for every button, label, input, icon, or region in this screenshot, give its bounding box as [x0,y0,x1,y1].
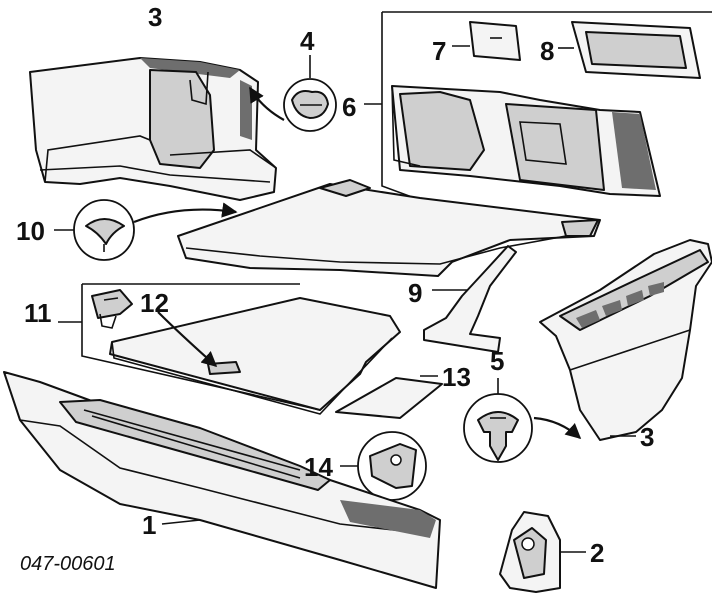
callout-14: 14 [304,452,333,482]
arrow-5-to-right-panel [533,416,582,440]
diagram-code: 047-00601 [20,553,116,575]
callout-8: 8 [540,36,554,66]
callout-3-top: 3 [148,2,162,32]
callout-6: 6 [342,92,356,122]
part-12-clip [91,289,133,329]
part-5-fastener-clip [463,378,533,463]
callout-7: 7 [432,36,446,66]
callout-10: 10 [16,216,45,246]
arrow-10-to-floor [133,202,238,224]
callout-12: 12 [140,288,169,318]
part-4-clip [283,55,337,132]
part-3-left-quarter-trim [29,57,277,201]
callout-4: 4 [300,26,315,56]
callout-11: 11 [24,298,52,328]
callout-5: 5 [490,346,504,376]
part-8-storage-lid [558,21,701,79]
part-3-right-quarter-trim [539,239,712,441]
part-10-clip [54,199,135,261]
callout-9: 9 [408,278,422,308]
part-10-trunk-floor-panel [177,179,601,277]
callout-1: 1 [142,510,156,540]
part-1-rear-sill-trim [3,371,441,589]
part-13-cargo-mat [335,375,443,419]
arrow-4-to-panel [249,86,285,121]
callout-3-right: 3 [640,422,654,452]
arrow-12-to-mat [157,311,218,368]
part-14-bracket [340,431,427,501]
part-2-corner-bracket [499,511,586,593]
part-7-access-cover [452,21,521,61]
callout-13: 13 [442,362,471,392]
part-6-compartment-kit [364,11,712,201]
part-9-side-trim-strip [423,245,517,353]
callout-2: 2 [590,538,604,568]
